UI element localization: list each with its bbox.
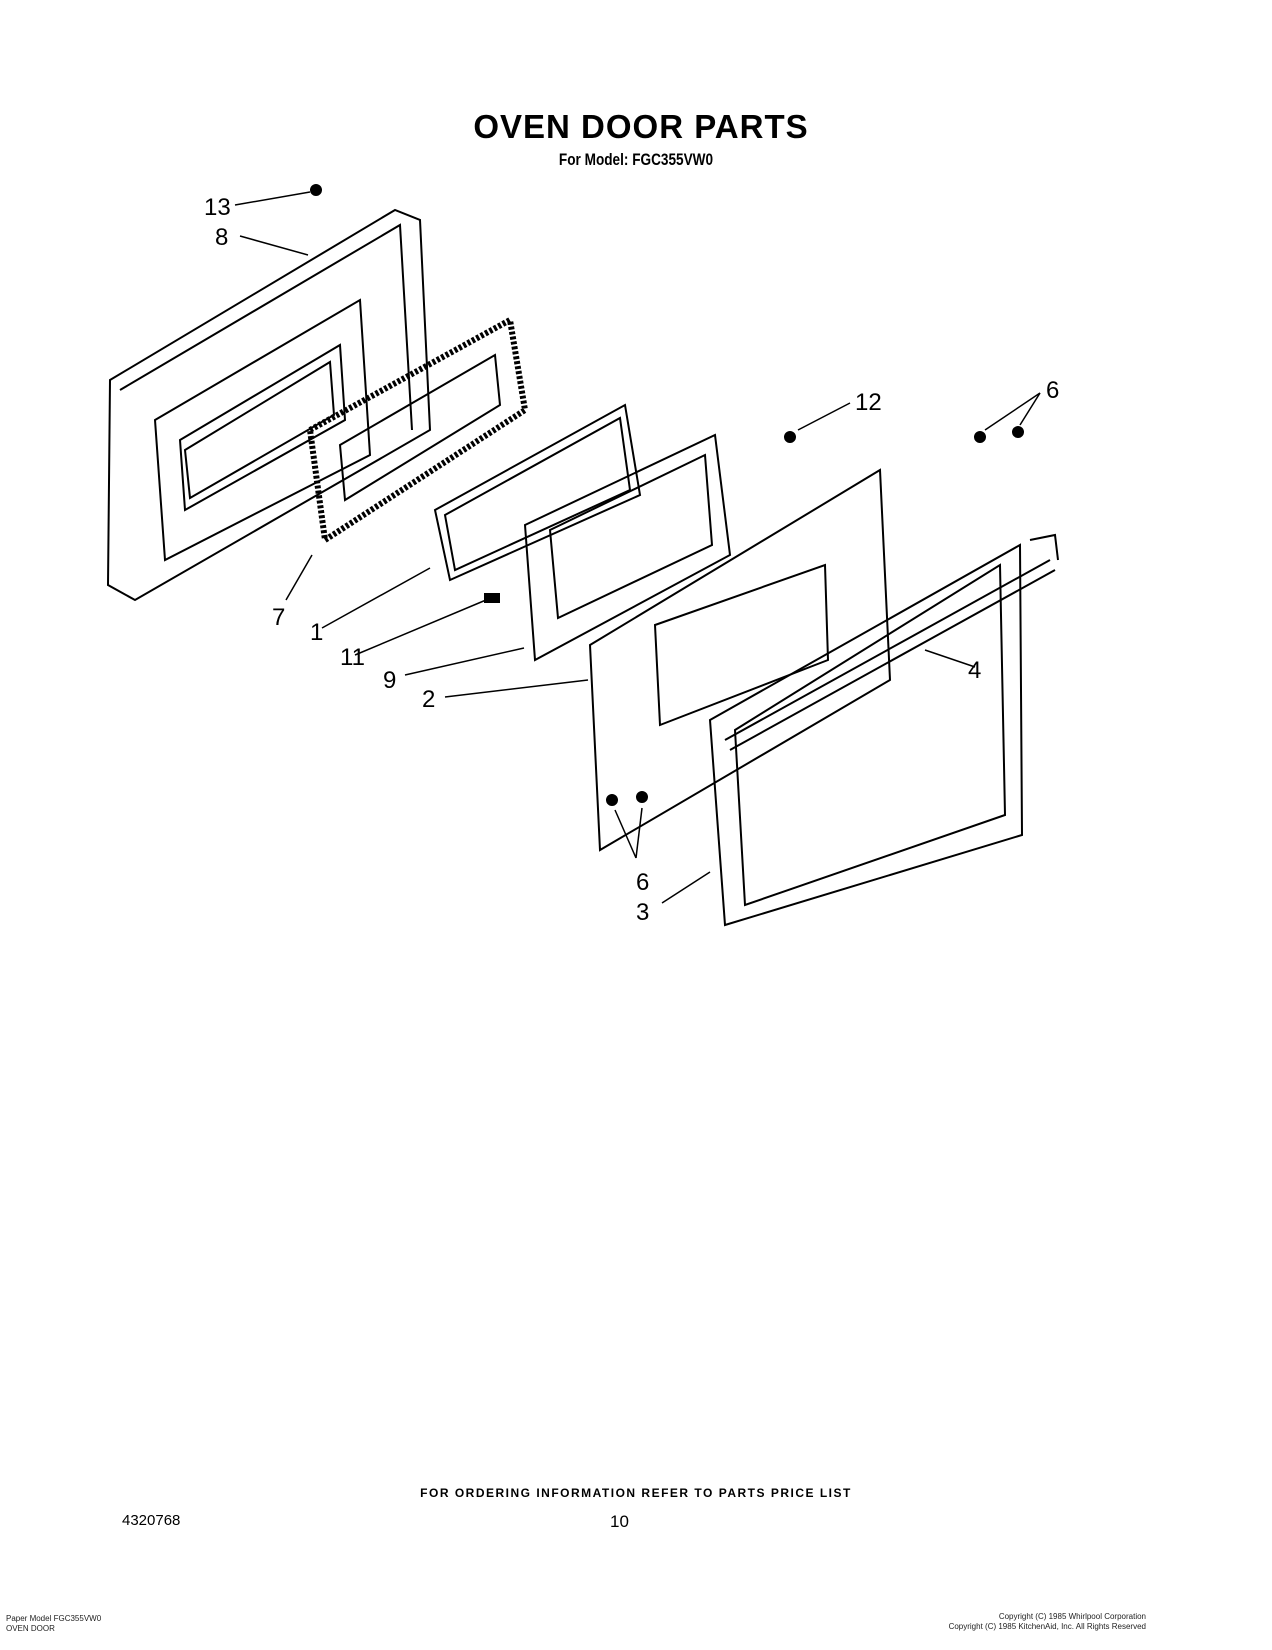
- footer-left-line1: Paper Model FGC355VW0: [6, 1614, 102, 1623]
- model-subtitle: For Model: FGC355VW0: [558, 150, 714, 169]
- leader-lines: [234, 191, 1041, 904]
- screws: [310, 184, 1024, 806]
- callout-3: 3: [636, 899, 649, 926]
- part-insulation: [306, 315, 529, 546]
- callout-6-top: 6: [1046, 377, 1059, 404]
- callout-7: 7: [272, 604, 285, 631]
- part-inner-door-panel: [106, 208, 432, 602]
- part-outer-glass: [588, 468, 892, 852]
- document-number: 4320768: [122, 1512, 181, 1529]
- callout-1: 1: [310, 619, 323, 646]
- callout-labels: 13 8 7 1 11 9 2 12 6 4 6 3: [204, 194, 1059, 926]
- callout-11: 11: [340, 644, 365, 671]
- page-title: OVEN DOOR PARTS: [473, 108, 809, 145]
- callout-4: 4: [968, 657, 981, 684]
- part-door-frame-and-handle: [708, 533, 1059, 927]
- callout-2: 2: [422, 686, 435, 713]
- callout-13: 13: [204, 194, 231, 221]
- part-window-frame: [523, 433, 732, 662]
- copyright-line1: Copyright (C) 1985 Whirlpool Corporation: [998, 1612, 1146, 1621]
- callout-9: 9: [383, 667, 396, 694]
- copyright-line2: Copyright (C) 1985 KitchenAid, Inc. All …: [948, 1622, 1146, 1631]
- footer-left: Paper Model FGC355VW0 OVEN DOOR: [6, 1614, 101, 1634]
- page-number: 10: [610, 1512, 629, 1531]
- callout-8: 8: [215, 224, 228, 251]
- footer-right: Copyright (C) 1985 Whirlpool Corporation…: [949, 1612, 1146, 1632]
- ordering-note: FOR ORDERING INFORMATION REFER TO PARTS …: [420, 1486, 852, 1500]
- footer-left-line2: OVEN DOOR: [6, 1624, 55, 1633]
- callout-12: 12: [855, 389, 882, 416]
- callout-6-bottom: 6: [636, 869, 649, 896]
- part-window-pack: [433, 403, 642, 582]
